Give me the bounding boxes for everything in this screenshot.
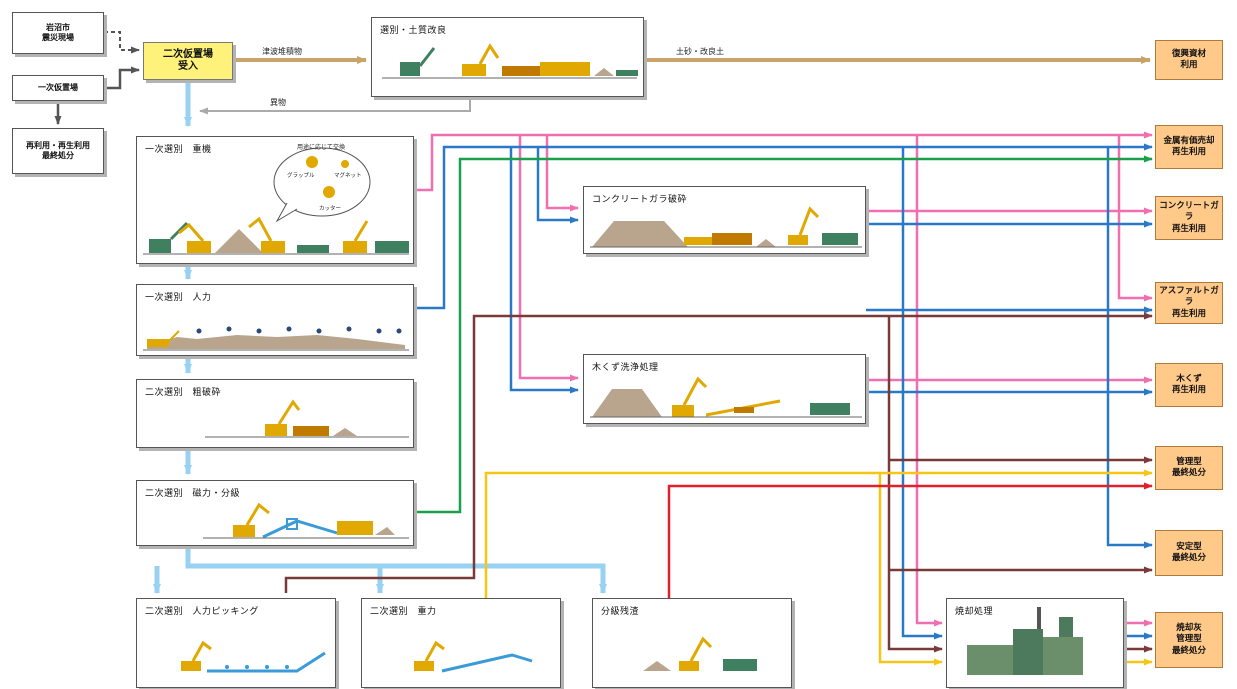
concrete-crush-box: コンクリートガラ破砕 [583,186,866,254]
secondary-magnetic-box: 二次選別 磁力・分級 [136,480,414,546]
incinerator-illustration [967,607,1083,675]
soil-machines-illustration [382,43,638,79]
dest-metal: 金属有価売却 再生利用 [1155,125,1223,169]
classified-residue-title: 分級残渣 [601,607,640,617]
picking-line-illustration [181,640,326,673]
secondary-crush-box: 二次選別 粗破砕 [136,379,414,448]
dest-stable-label: 安定型 最終処分 [1171,541,1206,563]
concrete-crusher-illustration [590,206,862,248]
concrete-crush-title: コンクリートガラ破砕 [592,195,688,205]
dest-wood: 木くず 再生利用 [1155,363,1223,407]
reuse-disposal-label: 再利用・再生利用 最終処分 [26,141,90,160]
dest-reconstruction-label: 復興資材 利用 [1171,48,1206,70]
line-site-to-accept [104,31,140,54]
tsunami-deposit-label: 津波堆積物 [262,47,302,56]
wood-wash-title: 木くず洗浄処理 [592,363,659,373]
line-removed-return [199,96,471,115]
crusher-illustration [205,399,409,438]
dest-stable: 安定型 最終処分 [1155,530,1223,576]
dest-metal-label: 金属有価売却 再生利用 [1163,135,1215,157]
primary-manual-box: 一次選別 人力 [136,284,414,356]
dest-concrete: コンクリートガラ 再生利用 [1155,196,1223,240]
secondary-picking-box: 二次選別 人力ピッキング [136,598,336,688]
secondary-yard-accept-label: 二次仮置場 受入 [163,49,213,72]
soil-improved-label: 土砂・改良土 [676,47,724,56]
dest-ash-label: 焼却灰 管理型 最終処分 [1171,623,1206,656]
dest-asphalt: アスファルトガラ 再生利用 [1155,282,1223,324]
disaster-site-box: 岩沼市 震災現場 [12,12,104,54]
primary-heavy-title: 一次選別 重機 [145,145,212,155]
primary-heavy-box: 一次選別 重機 用途に応じて交換 グラップル マグネット カッター [136,136,414,264]
magnetic-separator-illustration [203,502,409,539]
dest-wood-label: 木くず 再生利用 [1171,373,1206,395]
line-primary-to-accept [104,66,140,90]
wood-wash-box: 木くず洗浄処理 [583,354,866,424]
attachment-note: 用途に応じて交換 [297,144,346,151]
primary-yard-label: 一次仮置場 [38,83,78,92]
primary-manual-title: 一次選別 人力 [145,293,212,303]
primary-yard-box: 一次仮置場 [12,75,104,101]
classified-residue-box: 分級残渣 [592,598,792,688]
dest-reconstruction: 復興資材 利用 [1155,40,1223,80]
secondary-magnetic-title: 二次選別 磁力・分級 [145,489,241,499]
gravity-separator-illustration [414,640,533,673]
cutter-label: カッター [319,206,342,212]
secondary-picking-title: 二次選別 人力ピッキング [145,607,259,617]
manual-sorting-illustration [143,326,409,351]
secondary-gravity-title: 二次選別 重力 [370,607,437,617]
secondary-crush-title: 二次選別 粗破砕 [145,388,222,398]
dest-ash: 焼却灰 管理型 最終処分 [1155,612,1223,668]
incineration-title: 焼却処理 [955,607,994,617]
secondary-gravity-box: 二次選別 重力 [361,598,561,688]
disaster-site-label: 岩沼市 震災現場 [42,23,74,42]
removed-label: 異物 [270,98,286,107]
dest-managed-label: 管理型 最終処分 [1171,456,1206,478]
dest-managed: 管理型 最終処分 [1155,446,1223,490]
grapple-label: グラップル [287,173,315,179]
heavy-machines-illustration [143,147,409,255]
secondary-yard-accept-box: 二次仮置場 受入 [143,42,233,80]
soil-improvement-title: 選別・土質改良 [380,26,447,36]
residue-illustration [643,636,757,671]
dest-asphalt-label: アスファルトガラ 再生利用 [1159,286,1219,319]
reuse-disposal-box: 再利用・再生利用 最終処分 [12,128,104,174]
incineration-box: 焼却処理 [946,598,1124,688]
dest-concrete-label: コンクリートガラ 再生利用 [1159,201,1219,234]
soil-improvement-box: 選別・土質改良 [371,17,644,97]
magnet-label: マグネット [334,173,362,179]
wood-wash-illustration [590,376,862,418]
